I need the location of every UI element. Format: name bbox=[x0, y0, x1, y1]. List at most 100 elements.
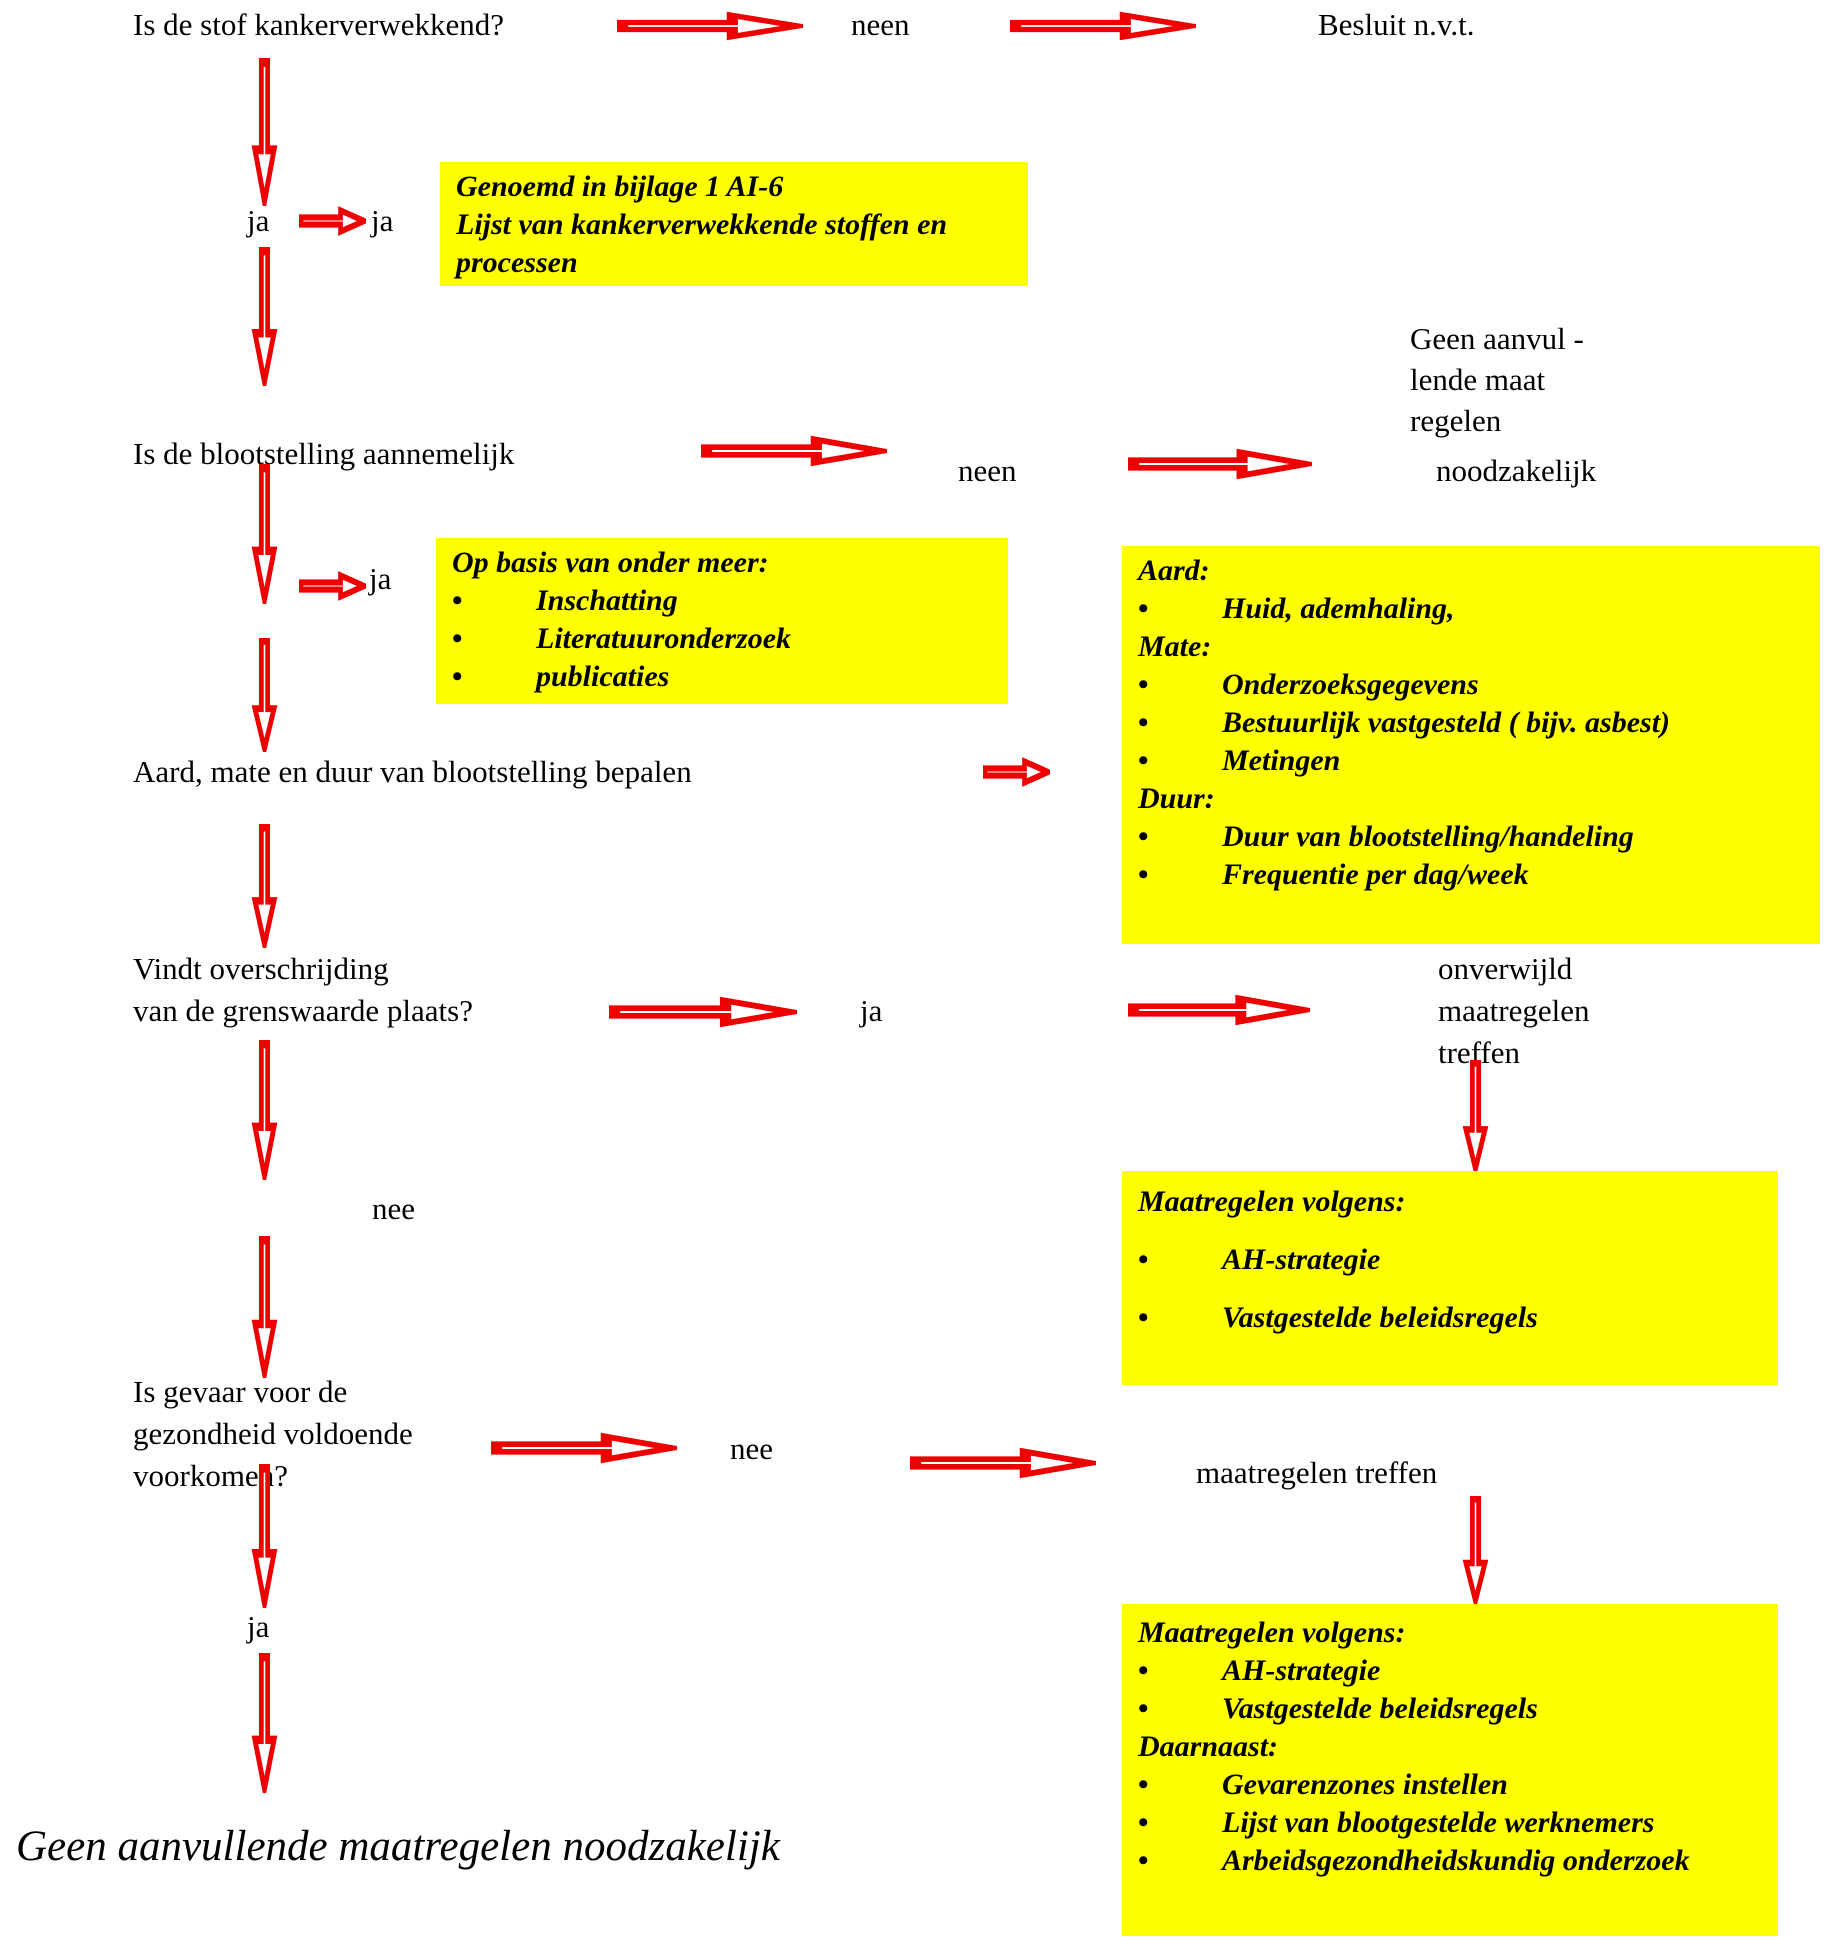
bullet-glyph: • bbox=[1138, 1806, 1149, 1839]
box-line-text: Aard: bbox=[1138, 554, 1210, 587]
label-geen-aanvullende: Geen aanvul - lende maat regelen bbox=[1410, 321, 1584, 438]
arrow-down-icon bbox=[251, 638, 278, 752]
box-line: •AH-strategie bbox=[1138, 1241, 1762, 1279]
question-exposure: Is de blootstelling aannemelijk bbox=[133, 436, 515, 471]
question-carcinogenic: Is de stof kankerverwekkend? bbox=[133, 7, 504, 42]
box-line: •Literatuuronderzoek bbox=[452, 620, 992, 658]
label-ja: ja bbox=[247, 203, 270, 238]
box-line-text: Frequentie per dag/week bbox=[1222, 858, 1529, 891]
box-line: Lijst van kankerverwekkende stoffen en bbox=[456, 206, 1012, 244]
bullet-glyph: • bbox=[452, 660, 463, 693]
box-line-text: Inschatting bbox=[536, 584, 678, 617]
box-line-text: Huid, ademhaling, bbox=[1222, 592, 1455, 625]
label-nee-1: nee bbox=[372, 1191, 416, 1226]
box-line-text: processen bbox=[456, 246, 578, 279]
label-maatregelen-treffen: maatregelen treffen bbox=[1196, 1455, 1438, 1490]
info-box-maatregelen-2: Maatregelen volgens: • AH-strategie • Vastge… bbox=[1122, 1604, 1778, 1936]
box-line: • Metingen bbox=[1138, 742, 1804, 780]
arrow-right-icon bbox=[983, 757, 1050, 787]
box-line-text: Maatregelen volgens: bbox=[1138, 1185, 1406, 1218]
box-line-text: Op basis van onder meer: bbox=[452, 546, 769, 579]
box-line-text: AH-strategie bbox=[1222, 1654, 1381, 1687]
label-noodzakelijk: noodzakelijk bbox=[1436, 453, 1597, 488]
question-aard-mate-duur: Aard, mate en duur van blootstelling bep… bbox=[133, 754, 692, 789]
bullet-glyph: • bbox=[1138, 744, 1149, 777]
arrow-down-icon bbox=[1462, 1496, 1489, 1604]
arrow-down-icon bbox=[251, 1040, 278, 1180]
box-line-text: Gevarenzones instellen bbox=[1222, 1768, 1508, 1801]
bullet-glyph: • bbox=[1138, 706, 1149, 739]
box-line-text: Vastgestelde beleidsregels bbox=[1222, 1692, 1538, 1725]
bullet-glyph: • bbox=[1138, 858, 1149, 891]
box-line: • Vastgestelde beleidsregels bbox=[1138, 1299, 1762, 1337]
box-line: Op basis van onder meer: bbox=[452, 544, 992, 582]
label-ja: ja bbox=[371, 203, 394, 238]
box-line-text: Bestuurlijk vastgesteld ( bijv. asbest) bbox=[1222, 706, 1671, 739]
arrow-right-icon bbox=[910, 1447, 1096, 1479]
arrow-right-icon bbox=[617, 11, 803, 41]
box-line: • publicaties bbox=[452, 658, 992, 696]
arrow-down-icon bbox=[251, 824, 278, 948]
box-line: Mate: bbox=[1138, 628, 1804, 666]
box-line-text: Literatuuronderzoek bbox=[536, 622, 792, 655]
label-neen-top: neen bbox=[851, 7, 910, 42]
bullet-glyph: • bbox=[1138, 1692, 1149, 1725]
box-line: • Vastgestelde beleidsregels bbox=[1138, 1690, 1762, 1728]
arrow-down-icon bbox=[1462, 1060, 1489, 1172]
bullet-glyph: • bbox=[1138, 820, 1149, 853]
label-ja-3: ja bbox=[860, 993, 883, 1028]
final-conclusion: Geen aanvullende maatregelen noodzakelij… bbox=[16, 1823, 780, 1870]
arrow-right-icon bbox=[1128, 448, 1312, 480]
bullet-glyph: • bbox=[1138, 668, 1149, 701]
info-box-basis: Op basis van onder meer:•Inschatting•Lit… bbox=[436, 538, 1008, 704]
arrow-right-icon bbox=[491, 1432, 677, 1464]
info-box-aard-mate-duur: Aard: • Huid, ademhaling, Mate: • Onderzoeksg… bbox=[1122, 546, 1820, 944]
arrow-right-icon bbox=[609, 996, 797, 1028]
label-ja-4: ja bbox=[247, 1609, 270, 1644]
bullet-glyph: • bbox=[1138, 592, 1149, 625]
box-line: Duur: bbox=[1138, 780, 1804, 818]
box-line-text: publicaties bbox=[536, 660, 670, 693]
label-ja-2: ja bbox=[369, 561, 392, 596]
label-nee-2: nee bbox=[730, 1431, 774, 1466]
info-box-maatregelen-1: Maatregelen volgens:•AH-strategie•Vastge… bbox=[1122, 1171, 1778, 1385]
box-line-text: Lijst van blootgestelde werknemers bbox=[1222, 1806, 1655, 1839]
box-line-text: Metingen bbox=[1222, 744, 1341, 777]
bullet-glyph: • bbox=[1138, 1301, 1149, 1334]
arrow-right-icon bbox=[299, 206, 366, 236]
box-line-text: Vastgestelde beleidsregels bbox=[1222, 1301, 1538, 1334]
question-gevaar-voorkomen: Is gevaar voor de gezondheid voldoende v… bbox=[133, 1374, 413, 1493]
arrow-right-icon bbox=[701, 435, 887, 467]
box-line: Maatregelen volgens: bbox=[1138, 1614, 1762, 1652]
bullet-glyph: • bbox=[1138, 1654, 1149, 1687]
box-line: • Huid, ademhaling, bbox=[1138, 590, 1804, 628]
box-line: • Onderzoeksgegevens bbox=[1138, 666, 1804, 704]
arrow-down-icon bbox=[251, 1236, 278, 1378]
box-line: • Inschatting bbox=[452, 582, 992, 620]
label-neen-2: neen bbox=[958, 453, 1017, 488]
box-line-text: Duur van blootstelling/handeling bbox=[1222, 820, 1634, 853]
arrow-right-icon bbox=[1010, 11, 1196, 41]
bullet-glyph: • bbox=[452, 584, 463, 617]
box-line: Maatregelen volgens: bbox=[1138, 1183, 1762, 1221]
box-line: Genoemd in bijlage 1 AI-6 bbox=[456, 168, 1012, 206]
arrow-right-icon bbox=[299, 571, 366, 601]
label-besluit-nvt: Besluit n.v.t. bbox=[1318, 7, 1475, 42]
box-line-text: Mate: bbox=[1138, 630, 1212, 663]
bullet-glyph: • bbox=[1138, 1243, 1149, 1276]
box-line-text: Maatregelen volgens: bbox=[1138, 1616, 1406, 1649]
box-line: • Frequentie per dag/week bbox=[1138, 856, 1804, 894]
label-onverwijld: onverwijld maatregelen treffen bbox=[1438, 951, 1590, 1070]
box-line-text: Onderzoeksgegevens bbox=[1222, 668, 1479, 701]
box-line-text: Genoemd in bijlage 1 AI-6 bbox=[456, 170, 784, 203]
box-line: • Lijst van blootgestelde werknemers bbox=[1138, 1804, 1762, 1842]
box-line: • Bestuurlijk vastgesteld ( bijv. asbest) bbox=[1138, 704, 1804, 742]
box-line: • Arbeidsgezondheidskundig onderzoek bbox=[1138, 1842, 1762, 1880]
bullet-glyph: • bbox=[1138, 1844, 1149, 1877]
box-line-text: Arbeidsgezondheidskundig onderzoek bbox=[1222, 1844, 1690, 1877]
arrow-right-icon bbox=[1128, 994, 1310, 1026]
arrow-down-icon bbox=[251, 1464, 278, 1608]
arrow-down-icon bbox=[251, 1653, 278, 1793]
arrow-down-icon bbox=[251, 464, 278, 604]
